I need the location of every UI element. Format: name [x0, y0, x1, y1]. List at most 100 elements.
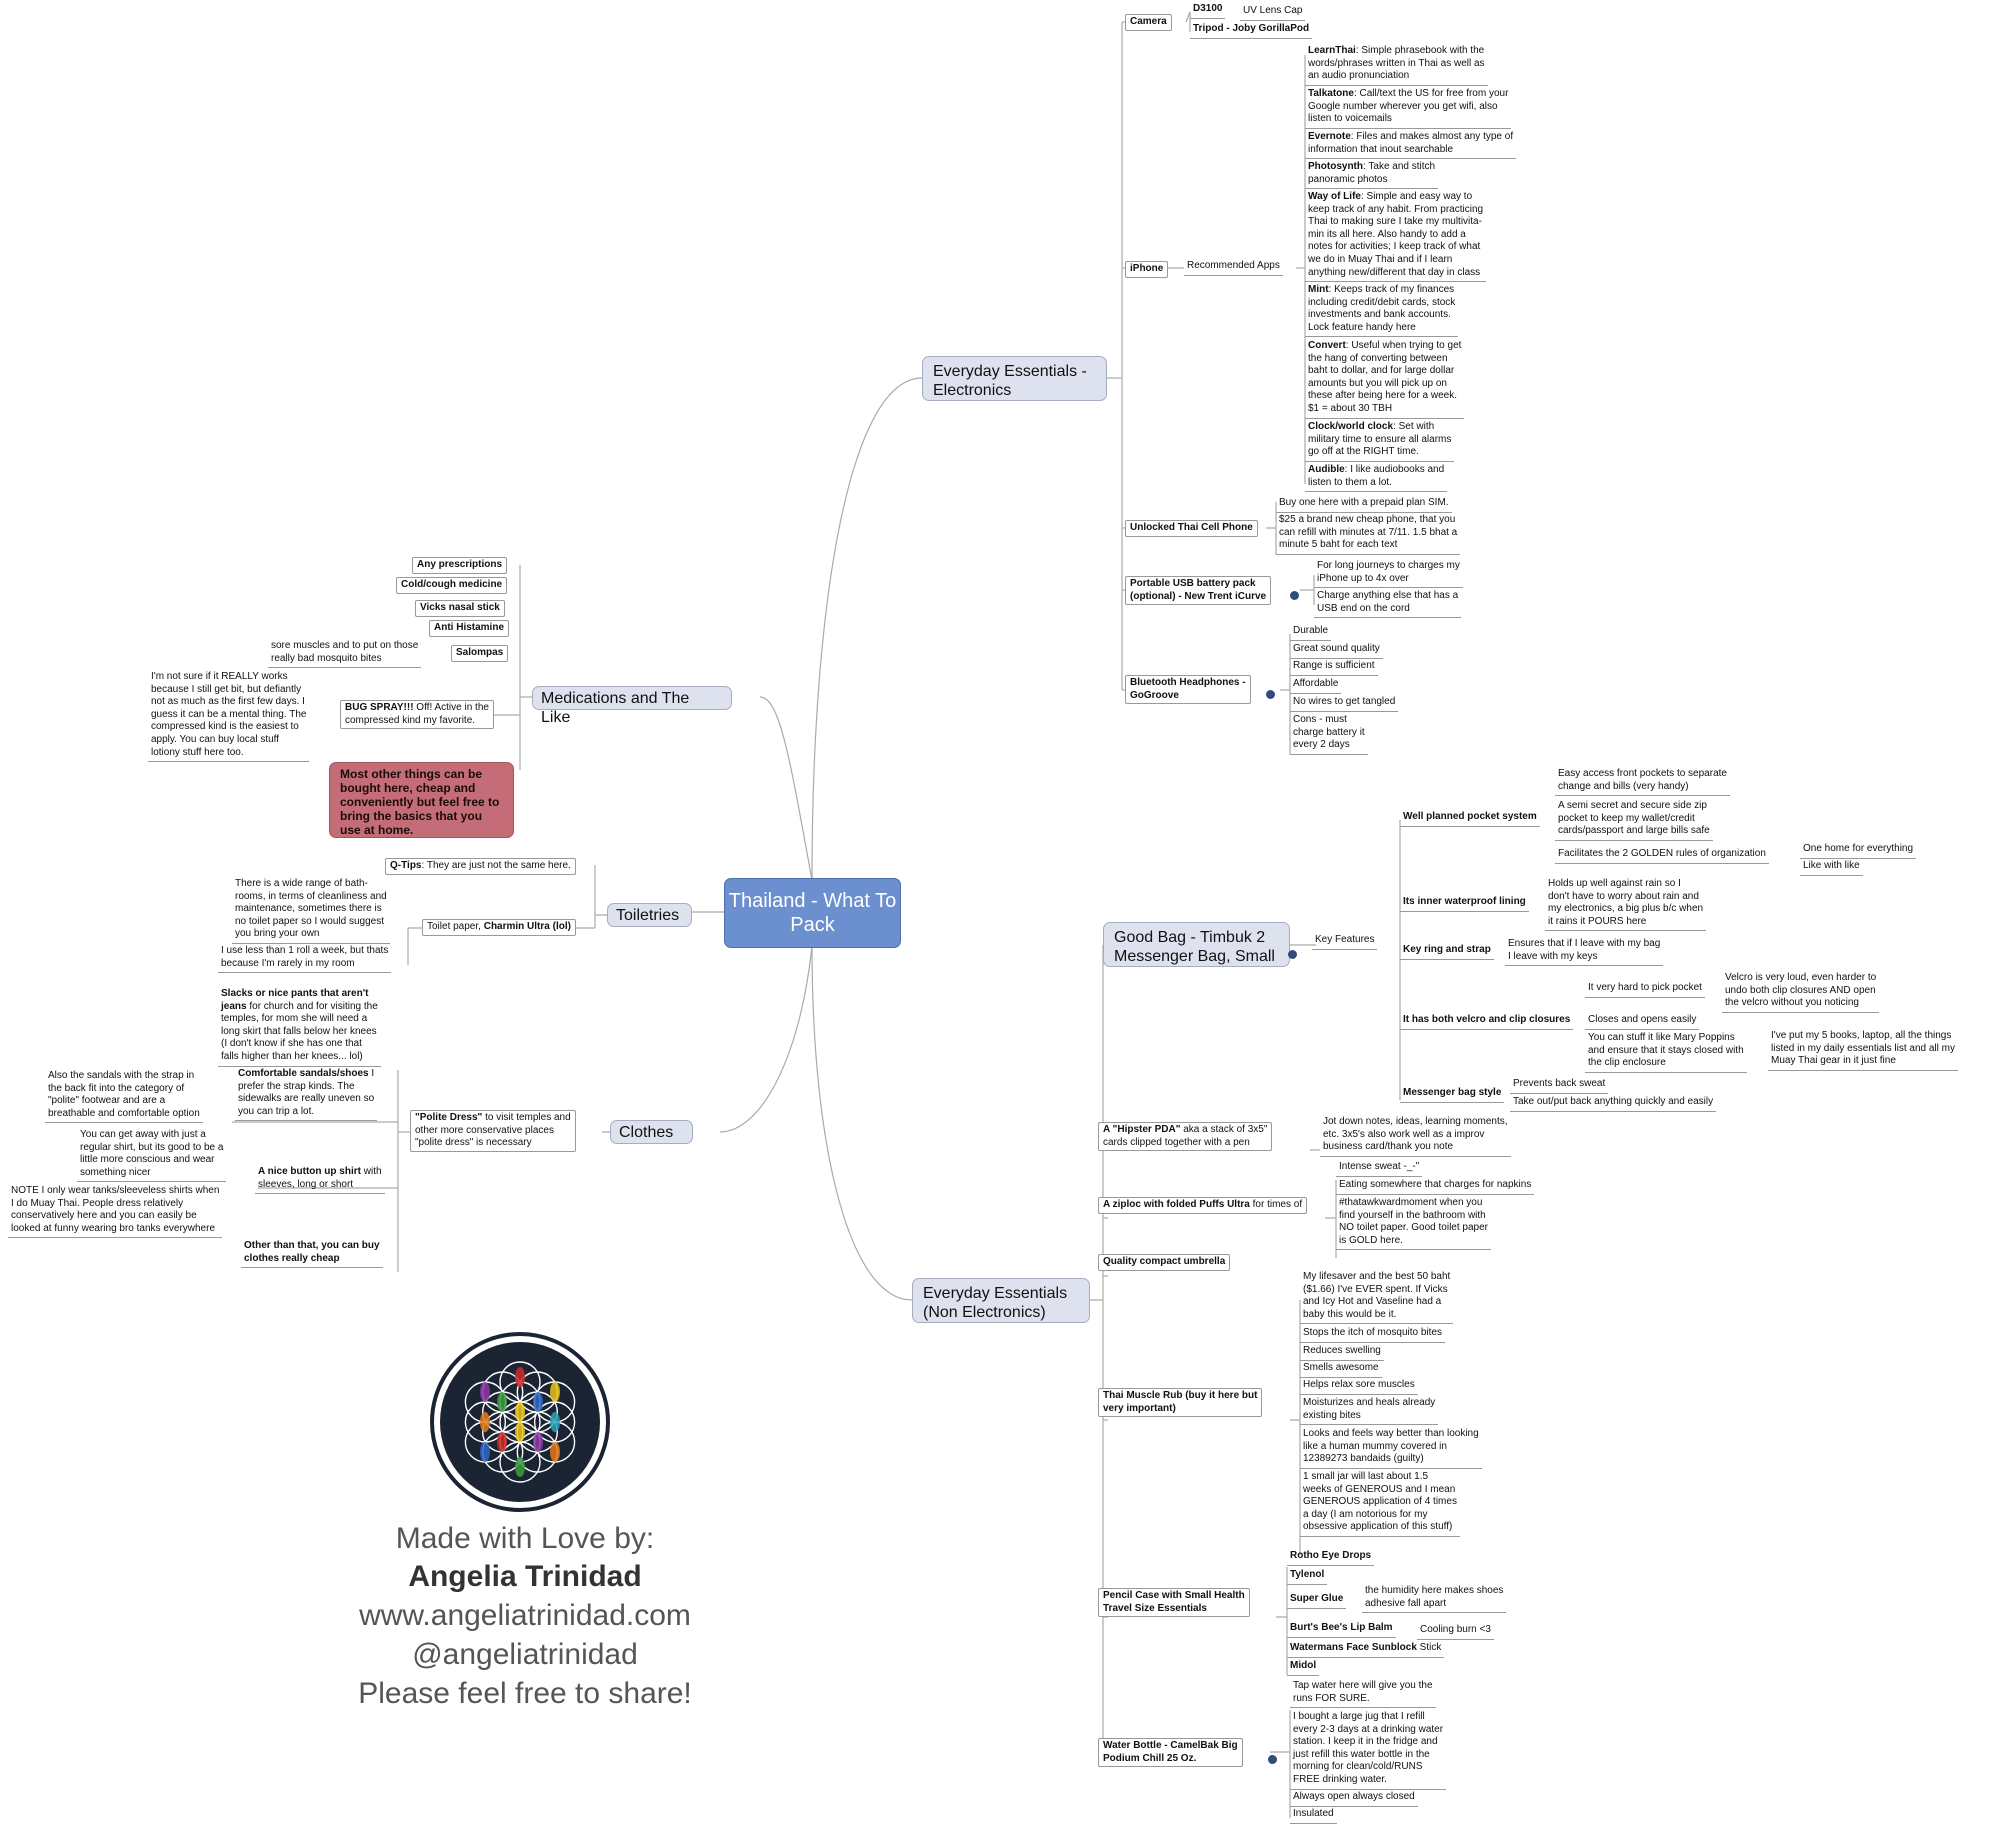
- med-item-bug-spray[interactable]: BUG SPRAY!!! Off! Active in the compress…: [340, 700, 494, 730]
- usb-note-anything[interactable]: Charge anything else that has a USB end …: [1314, 590, 1462, 619]
- headphone-note[interactable]: Affordable: [1290, 678, 1342, 694]
- water-note[interactable]: Insulated: [1290, 1808, 1337, 1824]
- pencil-item-midol[interactable]: Midol: [1287, 1660, 1320, 1676]
- rub-note[interactable]: Moisturizes and heals already existing b…: [1300, 1397, 1439, 1426]
- rub-note[interactable]: Stops the itch of mosquito bites: [1300, 1327, 1445, 1343]
- key-ring-note[interactable]: Ensures that if I leave with my bag I le…: [1505, 938, 1664, 967]
- collapse-dot-icon[interactable]: [1266, 690, 1275, 699]
- headphone-note[interactable]: Great sound quality: [1290, 643, 1383, 659]
- salompas-note[interactable]: sore muscles and to put on those really …: [268, 640, 422, 669]
- pencil-item-tylenol[interactable]: Tylenol: [1287, 1569, 1328, 1585]
- clothes-button-shirt[interactable]: A nice button up shirt with sleeves, lon…: [255, 1166, 385, 1195]
- velcro-note-opens[interactable]: Closes and opens easily: [1585, 1014, 1700, 1030]
- app-learnthai[interactable]: LearnThai: Simple phrasebook with the wo…: [1305, 45, 1488, 86]
- collapse-dot-icon[interactable]: [1268, 1755, 1277, 1764]
- headphone-note[interactable]: Range is sufficient: [1290, 660, 1378, 676]
- branch-electronics[interactable]: Everyday Essentials - Electronics: [922, 356, 1107, 401]
- app-talkatone[interactable]: Talkatone: Call/text the US for free fro…: [1305, 88, 1512, 129]
- pocket-note-side-zip[interactable]: A semi secret and secure side zip pocket…: [1555, 800, 1713, 841]
- glue-note[interactable]: the humidity here makes shoes adhesive f…: [1362, 1585, 1507, 1614]
- pocket-note-golden-rules[interactable]: Facilitates the 2 GOLDEN rules of organi…: [1555, 848, 1769, 864]
- branch-toiletries[interactable]: Toiletries: [607, 903, 692, 927]
- headphone-note-cons[interactable]: Cons - must charge battery it every 2 da…: [1290, 714, 1368, 755]
- pencil-item-super-glue[interactable]: Super Glue: [1287, 1593, 1347, 1609]
- sandals-note[interactable]: Also the sandals with the strap in the b…: [45, 1070, 203, 1124]
- feature-messenger-style[interactable]: Messenger bag style: [1400, 1087, 1505, 1103]
- feature-waterproof-lining[interactable]: Its inner waterproof lining: [1400, 896, 1529, 912]
- pencil-item-lip-balm[interactable]: Burt's Bee's Lip Balm: [1287, 1622, 1396, 1638]
- node-tripod[interactable]: Tripod - Joby GorillaPod: [1190, 23, 1313, 39]
- node-camera[interactable]: Camera: [1125, 14, 1172, 31]
- pencil-item-sunblock[interactable]: Watermans Face Sunblock Stick: [1287, 1642, 1445, 1658]
- shirt-note-regular[interactable]: You can get away with just a regular shi…: [77, 1129, 227, 1183]
- branch-medications[interactable]: Medications and The Like: [532, 686, 732, 726]
- toilet-paper-note[interactable]: There is a wide range of bath- rooms, in…: [232, 878, 390, 944]
- branch-non-electronics[interactable]: Everyday Essentials (Non Electronics): [912, 1278, 1090, 1323]
- water-note[interactable]: Always open always closed: [1290, 1791, 1418, 1807]
- bug-spray-note[interactable]: I'm not sure if it REALLY works because …: [148, 671, 310, 763]
- node-unlocked-phone[interactable]: Unlocked Thai Cell Phone: [1125, 520, 1258, 537]
- med-item-vicks[interactable]: Vicks nasal stick: [415, 600, 505, 617]
- med-item-prescriptions[interactable]: Any prescriptions: [412, 557, 508, 574]
- node-recommended-apps[interactable]: Recommended Apps: [1184, 260, 1283, 276]
- med-item-salompas[interactable]: Salompas: [451, 645, 509, 662]
- rub-note[interactable]: My lifesaver and the best 50 baht ($1.66…: [1300, 1271, 1454, 1325]
- clothes-slacks[interactable]: Slacks or nice pants that aren't jeans f…: [218, 988, 381, 1067]
- usb-note-charges[interactable]: For long journeys to charges my iPhone u…: [1314, 560, 1463, 589]
- phone-note-prepaid[interactable]: Buy one here with a prepaid plan SIM.: [1276, 497, 1452, 513]
- water-note[interactable]: I bought a large jug that I refill every…: [1290, 1711, 1447, 1790]
- shirt-note-tanks[interactable]: NOTE I only wear tanks/sleeveless shirts…: [8, 1185, 223, 1239]
- node-good-bag[interactable]: Good Bag - Timbuk 2 Messenger Bag, Small: [1103, 922, 1290, 967]
- clothes-sandals[interactable]: Comfortable sandals/shoes I prefer the s…: [235, 1068, 378, 1122]
- rub-note[interactable]: Helps relax sore muscles: [1300, 1379, 1418, 1395]
- toilet-paper-note-usage[interactable]: I use less than 1 roll a week, but thats…: [218, 945, 392, 974]
- feature-key-ring[interactable]: Key ring and strap: [1400, 944, 1494, 960]
- lining-note[interactable]: Holds up well against rain so I don't ha…: [1545, 878, 1707, 932]
- rub-note[interactable]: Looks and feels way better than looking …: [1300, 1428, 1482, 1469]
- node-iphone[interactable]: iPhone: [1125, 261, 1169, 278]
- feature-pocket-system[interactable]: Well planned pocket system: [1400, 811, 1540, 827]
- collapse-dot-icon[interactable]: [1290, 591, 1299, 600]
- headphone-note[interactable]: Durable: [1290, 625, 1332, 641]
- node-water-bottle[interactable]: Water Bottle - CamelBak Big Podium Chill…: [1098, 1738, 1243, 1768]
- velcro-note-mary-poppins[interactable]: You can stuff it like Mary Poppins and e…: [1585, 1032, 1747, 1073]
- central-topic[interactable]: Thailand - What To Pack: [724, 878, 901, 948]
- velcro-note-pick-pocket[interactable]: It very hard to pick pocket: [1585, 982, 1705, 998]
- messenger-note-quick[interactable]: Take out/put back anything quickly and e…: [1510, 1096, 1717, 1112]
- app-evernote[interactable]: Evernote: Files and makes almost any typ…: [1305, 131, 1517, 160]
- phone-note-price[interactable]: $25 a brand new cheap phone, that you ca…: [1276, 514, 1461, 555]
- hipster-note[interactable]: Jot down notes, ideas, learning moments,…: [1320, 1116, 1511, 1157]
- collapse-dot-icon[interactable]: [1288, 950, 1297, 959]
- node-pencil-case[interactable]: Pencil Case with Small Health Travel Siz…: [1098, 1588, 1250, 1618]
- app-clock[interactable]: Clock/world clock: Set with military tim…: [1305, 421, 1455, 462]
- headphone-note[interactable]: No wires to get tangled: [1290, 696, 1399, 712]
- messenger-note-sweat[interactable]: Prevents back sweat: [1510, 1078, 1609, 1094]
- feature-velcro-clip[interactable]: It has both velcro and clip closures: [1400, 1014, 1574, 1030]
- app-mint[interactable]: Mint: Keeps track of my finances includi…: [1305, 284, 1459, 338]
- rub-note[interactable]: 1 small jar will last about 1.5 weeks of…: [1300, 1471, 1460, 1537]
- velcro-note-loud[interactable]: Velcro is very loud, even harder to undo…: [1722, 972, 1880, 1013]
- med-item-cold-medicine[interactable]: Cold/cough medicine: [396, 577, 508, 594]
- poppins-note-capacity[interactable]: I've put my 5 books, laptop, all the thi…: [1768, 1030, 1958, 1071]
- credit-website[interactable]: www.angeliatrinidad.com: [359, 1599, 691, 1632]
- node-bluetooth-headphones[interactable]: Bluetooth Headphones - GoGroove: [1125, 675, 1251, 705]
- rub-note[interactable]: Smells awesome: [1300, 1362, 1382, 1378]
- node-usb-battery[interactable]: Portable USB battery pack (optional) - N…: [1125, 576, 1272, 606]
- app-audible[interactable]: Audible: I like audiobooks and listen to…: [1305, 464, 1448, 493]
- node-umbrella[interactable]: Quality compact umbrella: [1098, 1254, 1231, 1271]
- app-photosynth[interactable]: Photosynth: Take and stitch panoramic ph…: [1305, 161, 1439, 190]
- clothes-polite-dress[interactable]: "Polite Dress" to visit temples and othe…: [410, 1110, 576, 1152]
- node-hipster-pda[interactable]: A "Hipster PDA" aka a stack of 3x5" card…: [1098, 1122, 1273, 1152]
- ziploc-note-toilet-paper[interactable]: #thatawkwardmoment when you find yoursel…: [1336, 1197, 1491, 1251]
- water-note[interactable]: Tap water here will give you the runs FO…: [1290, 1680, 1436, 1709]
- app-convert[interactable]: Convert: Useful when trying to get the h…: [1305, 340, 1465, 419]
- app-way-of-life[interactable]: Way of Life: Simple and easy way to keep…: [1305, 191, 1487, 283]
- golden-rule-like-with-like[interactable]: Like with like: [1800, 860, 1863, 876]
- node-thai-muscle-rub[interactable]: Thai Muscle Rub (buy it here but very im…: [1098, 1388, 1263, 1418]
- rub-note[interactable]: Reduces swelling: [1300, 1345, 1384, 1361]
- branch-clothes[interactable]: Clothes: [610, 1120, 693, 1144]
- med-item-antihistamine[interactable]: Anti Histamine: [429, 620, 510, 637]
- node-ziploc[interactable]: A ziploc with folded Puffs Ultra for tim…: [1098, 1197, 1308, 1214]
- golden-rule-one-home[interactable]: One home for everything: [1800, 843, 1917, 859]
- credit-handle[interactable]: @angeliatrinidad: [412, 1638, 638, 1671]
